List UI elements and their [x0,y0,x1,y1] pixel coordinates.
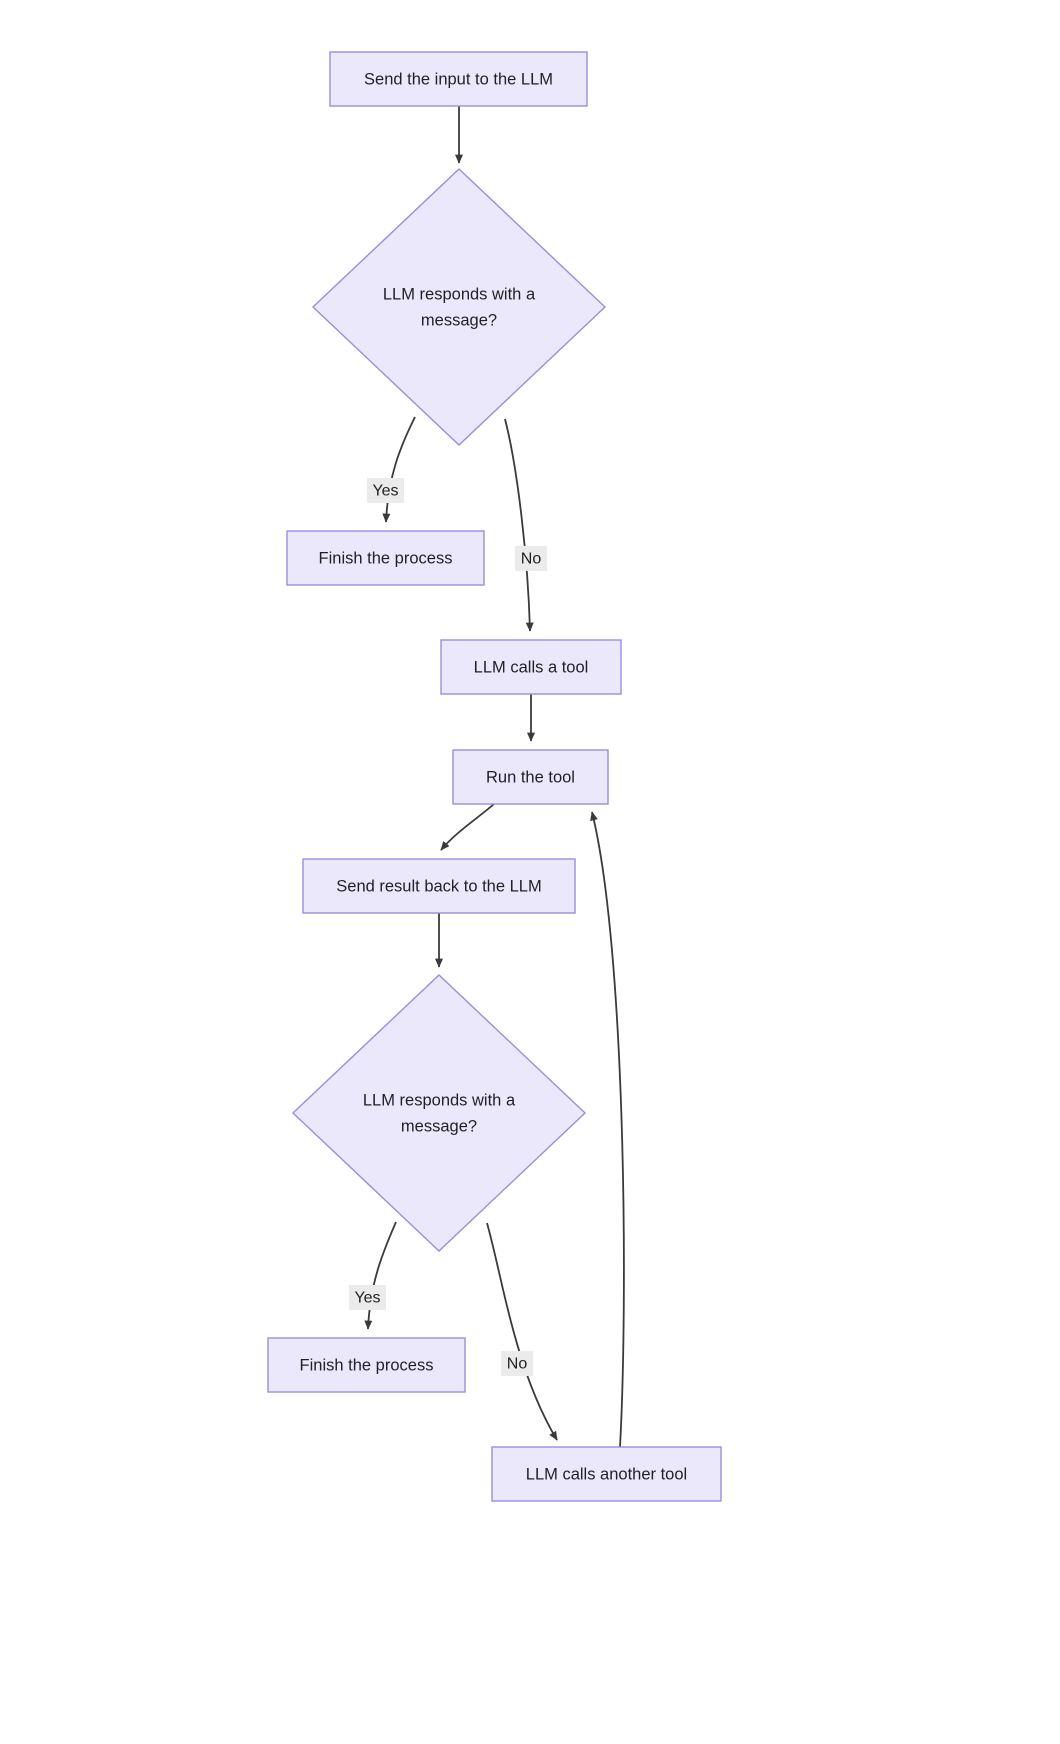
edge-label-no-1: No [515,546,547,571]
edge-label-no-2: No [501,1351,533,1376]
node-label-decision-2-line1: LLM responds with a [363,1091,516,1109]
node-label-decision-2-line2: message? [401,1117,477,1135]
edge-label-text-no-2: No [507,1356,528,1373]
node-label-finish-2: Finish the process [300,1356,434,1374]
node-send-input[interactable]: Send the input to the LLM [329,51,588,107]
node-label-llm-calls-tool: LLM calls a tool [474,658,589,676]
node-run-tool[interactable]: Run the tool [452,749,609,805]
edge-llm-calls-another-to-run-tool [590,811,625,1448]
edge-label-text-yes-2: Yes [354,1290,380,1307]
edge-decision-1-to-finish-1 [382,416,416,523]
node-label-decision-1-line1: LLM responds with a [383,285,536,303]
node-llm-calls-tool[interactable]: LLM calls a tool [440,639,622,695]
node-decision-2[interactable]: LLM responds with a message? [291,974,587,1252]
node-label-send-result: Send result back to the LLM [336,877,541,895]
node-label-decision-1-line2: message? [421,311,497,329]
node-label-run-tool: Run the tool [486,768,575,786]
node-finish-1[interactable]: Finish the process [286,530,485,586]
node-label-send-input: Send the input to the LLM [364,70,553,88]
node-decision-1[interactable]: LLM responds with a message? [311,168,607,446]
edge-decision-2-to-llm-calls-another [486,1222,558,1441]
edge-label-text-yes-1: Yes [372,483,398,500]
edge-label-yes-2: Yes [349,1285,386,1310]
node-finish-2[interactable]: Finish the process [267,1337,466,1393]
edge-label-text-no-1: No [521,551,542,568]
edge-decision-2-to-finish-2 [364,1221,397,1330]
node-send-result[interactable]: Send result back to the LLM [302,858,576,914]
edge-group [364,106,625,1448]
edge-decision-1-to-llm-calls-tool [504,418,534,632]
node-label-finish-1: Finish the process [319,549,453,567]
node-llm-calls-another[interactable]: LLM calls another tool [491,1446,722,1502]
edge-label-yes-1: Yes [367,478,404,503]
node-label-llm-calls-another: LLM calls another tool [526,1465,687,1483]
edge-run-tool-to-send-result [440,803,495,851]
